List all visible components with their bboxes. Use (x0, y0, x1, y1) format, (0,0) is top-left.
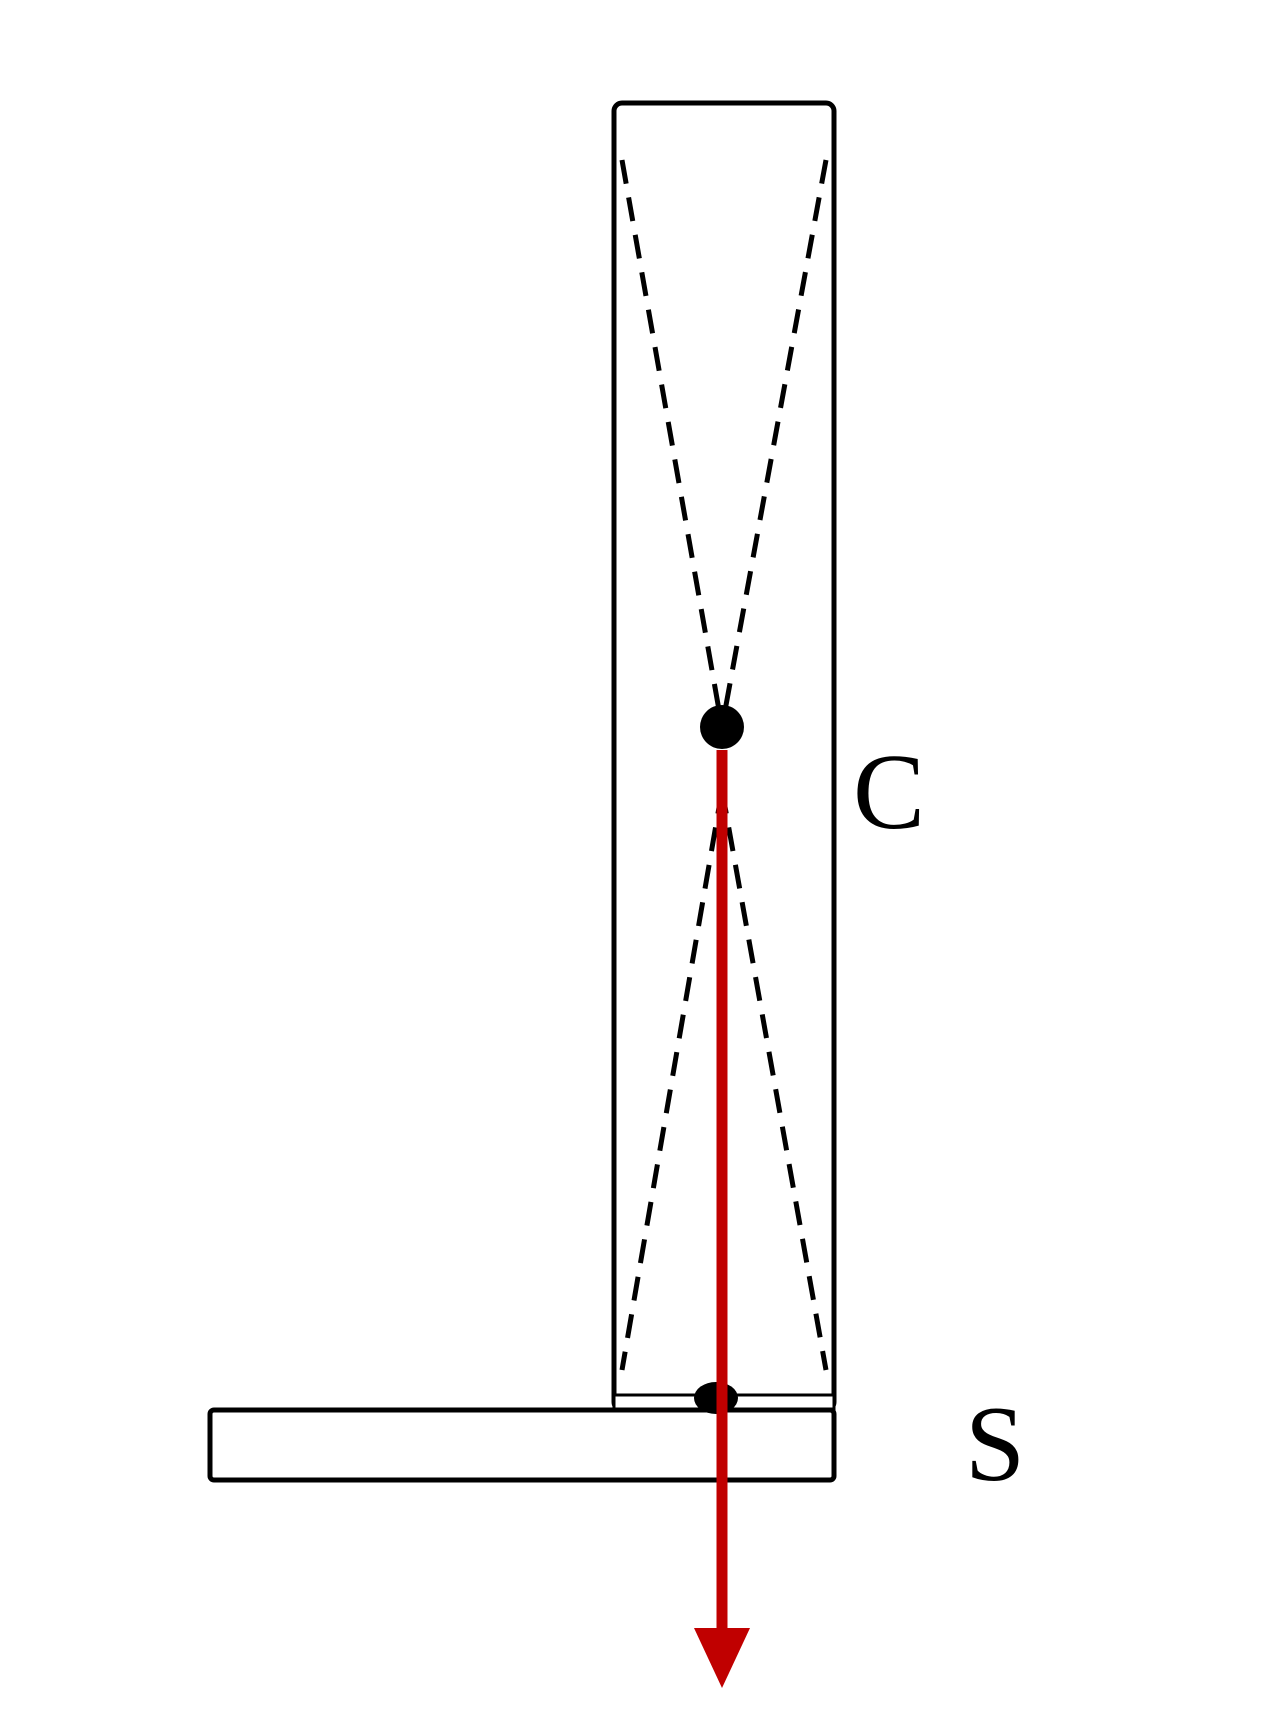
upper-left-diagonal (619, 159, 725, 728)
lower-right-diagonal (719, 789, 829, 1371)
weight-arrow-head (694, 1628, 750, 1688)
support-point (694, 1382, 738, 1414)
centroid-label: C (853, 733, 925, 852)
lower-left-diagonal (619, 789, 725, 1371)
upper-right-diagonal (719, 159, 829, 728)
centroid-point (700, 705, 744, 749)
horizontal-base-plate (207, 1407, 837, 1483)
support-label: S (965, 1385, 1025, 1504)
